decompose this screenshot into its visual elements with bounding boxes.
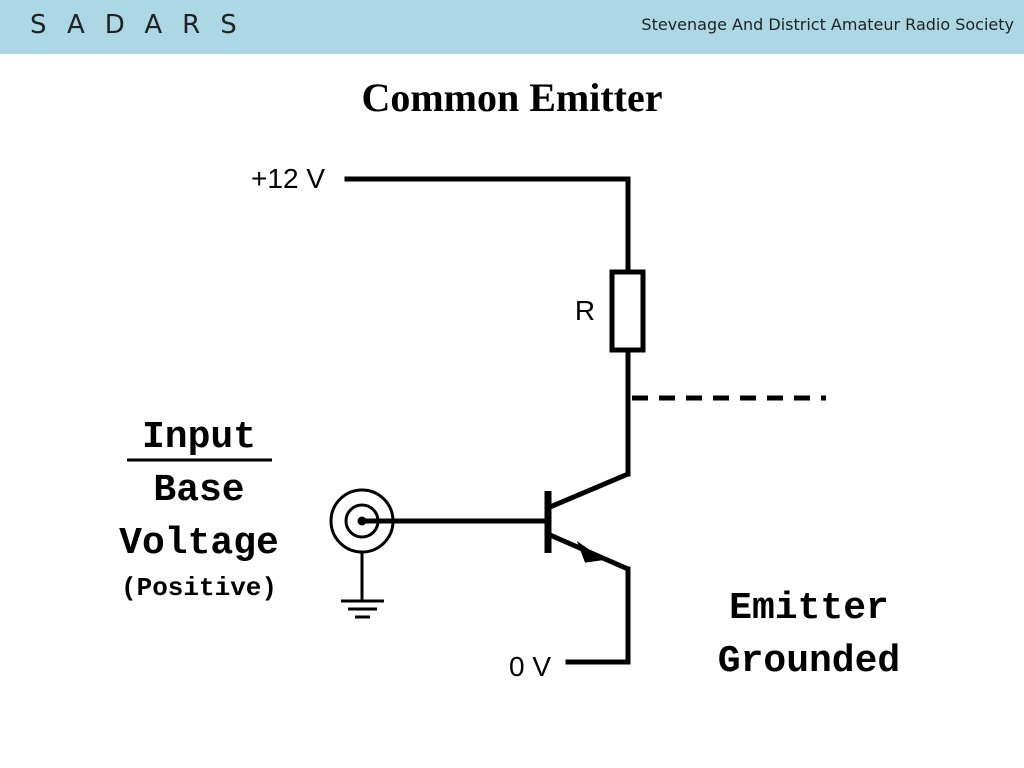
page-title: Common Emitter <box>361 75 663 120</box>
emitter-label-line2: Grounded <box>718 640 900 683</box>
header-banner: SADARS Stevenage And District Amateur Ra… <box>0 0 1024 54</box>
emitter-label-line1: Emitter <box>729 587 889 630</box>
resistor-icon <box>609 269 646 353</box>
npn-transistor-icon <box>544 471 629 572</box>
input-line-positive: (Positive) <box>121 573 277 603</box>
input-heading: Input <box>142 416 256 459</box>
resistor-label: R <box>575 295 595 326</box>
logo-text: SADARS <box>30 10 257 40</box>
input-line-base: Base <box>153 469 244 512</box>
supply-label: +12 V <box>251 163 325 194</box>
society-name: Stevenage And District Amateur Radio Soc… <box>641 15 1014 34</box>
input-line-voltage: Voltage <box>119 522 279 565</box>
ground-icon <box>341 552 384 619</box>
ground-label: 0 V <box>509 651 551 682</box>
